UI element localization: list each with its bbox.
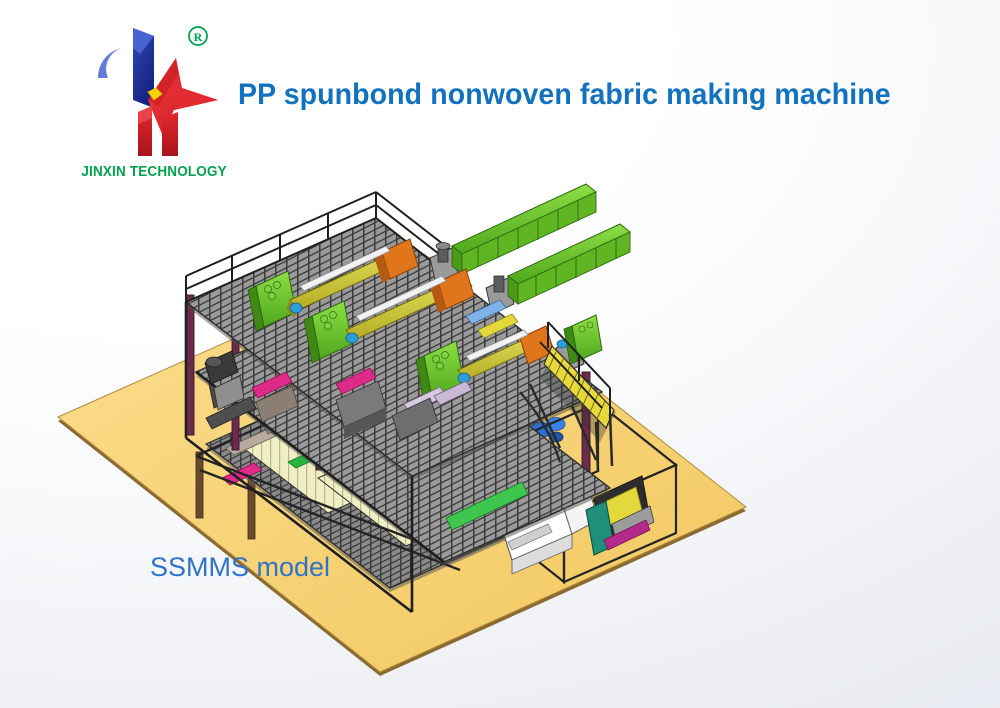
logo-company-name: JINXIN TECHNOLOGY xyxy=(81,164,227,180)
platform-handrail xyxy=(185,191,377,303)
model-caption: SSMMS model xyxy=(150,552,331,582)
registered-mark-letter: R xyxy=(194,30,203,44)
floor-conveyor xyxy=(445,481,529,531)
mezzanine-braces xyxy=(519,383,598,463)
company-logo: R JINXIN TECHNOLOGY xyxy=(78,14,227,196)
logo-mark: R xyxy=(92,26,218,156)
access-staircase xyxy=(539,321,616,473)
upper-right-hopper xyxy=(556,314,603,365)
logo-diamond xyxy=(147,87,163,101)
registered-mark-circle xyxy=(188,26,208,46)
left-side-machines xyxy=(204,350,257,430)
page-title: PP spunbond nonwoven fabric making machi… xyxy=(238,78,891,111)
under-deck-equipment xyxy=(255,380,439,441)
logo-stem-right xyxy=(162,112,178,156)
spinbeam-line-1 xyxy=(247,183,597,332)
spinbeam-line-2 xyxy=(303,223,631,364)
